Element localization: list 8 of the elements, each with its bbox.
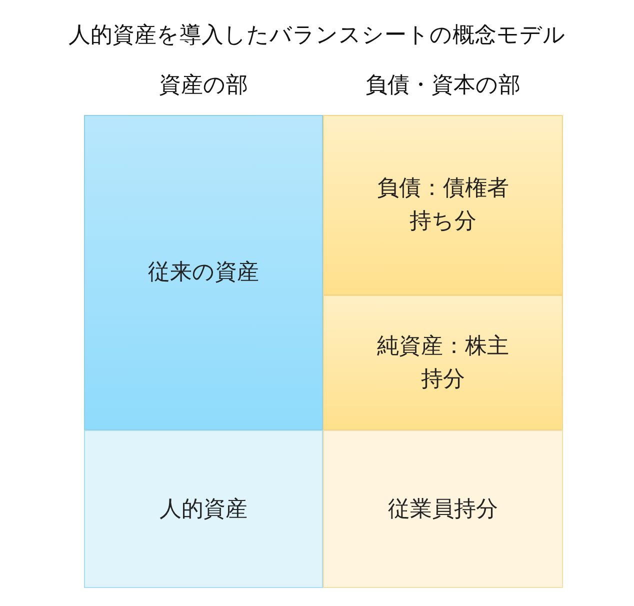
balance-sheet-section: 純資産：株主持分	[323, 295, 563, 430]
diagram-title: 人的資産を導入したバランスシートの概念モデル	[68, 22, 566, 50]
balance-sheet-section: 従業員持分	[323, 430, 563, 588]
balance-sheet-section: 負債：債権者持ち分	[323, 115, 563, 295]
column-heading: 資産の部	[158, 72, 249, 100]
column-heading: 負債・資本の部	[364, 72, 522, 100]
balance-sheet-section: 人的資産	[84, 430, 323, 588]
balance-sheet-section: 従来の資産	[84, 115, 323, 430]
